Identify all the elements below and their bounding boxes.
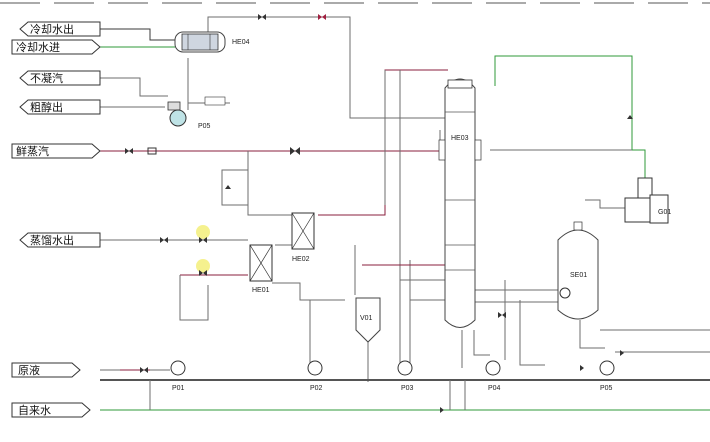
svg-text:自来水: 自来水	[18, 404, 51, 417]
exchanger-he02: HE02	[291, 212, 315, 263]
condenser-he04: HE04	[174, 31, 250, 53]
svg-text:P02: P02	[310, 385, 323, 392]
svg-text:P03: P03	[401, 385, 414, 392]
tag-raw-liquid: 原液	[11, 362, 81, 378]
valves	[125, 14, 633, 413]
svg-text:粗醇出: 粗醇出	[30, 100, 63, 114]
highlight-valve-distilled	[196, 225, 210, 239]
svg-text:原液: 原液	[18, 363, 40, 377]
pump-p05: P05	[599, 360, 615, 392]
pump-p01: P01	[170, 360, 186, 392]
tank-v01: V01	[355, 297, 381, 343]
svg-text:P04: P04	[488, 385, 501, 392]
svg-text:P05: P05	[600, 385, 613, 392]
svg-text:蒸馏水出: 蒸馏水出	[30, 233, 74, 247]
svg-text:G01: G01	[658, 209, 671, 216]
separator-se01: SE01	[557, 221, 599, 320]
pump-p04: P04	[485, 360, 501, 392]
vacuum-pump-p05-top: P05	[167, 96, 226, 130]
cyclone-g01: G01	[624, 177, 671, 224]
svg-text:P01: P01	[172, 385, 185, 392]
pipe-network	[100, 16, 710, 411]
svg-text:V01: V01	[360, 315, 373, 322]
tag-cooling-water-out: 冷却水出	[19, 21, 101, 37]
tag-non-condensable: 不凝汽	[19, 70, 101, 86]
tag-crude-alcohol-out: 粗醇出	[19, 99, 101, 115]
pump-p03: P03	[397, 360, 414, 392]
tag-fresh-steam: 鲜蒸汽	[11, 143, 101, 159]
tag-distilled-water-out: 蒸馏水出	[19, 232, 101, 248]
svg-text:HE03: HE03	[451, 135, 469, 142]
pump-p02: P02	[307, 360, 323, 392]
svg-text:不凝汽: 不凝汽	[30, 71, 63, 85]
svg-text:P05: P05	[198, 123, 211, 130]
svg-text:冷却水进: 冷却水进	[16, 41, 60, 54]
evaporator-column-he03: HE03	[438, 78, 482, 328]
exchanger-he01: HE01	[249, 244, 273, 294]
svg-text:HE04: HE04	[232, 39, 250, 46]
stream-tags: 冷却水出 冷却水进 不凝汽 粗醇出 鲜蒸汽 蒸馏水出 原液 自来水	[11, 21, 101, 418]
tag-cooling-water-in: 冷却水进	[11, 39, 101, 55]
svg-text:SE01: SE01	[570, 272, 587, 279]
svg-text:鲜蒸汽: 鲜蒸汽	[16, 144, 49, 158]
svg-text:冷却水出: 冷却水出	[30, 22, 74, 36]
svg-text:HE01: HE01	[252, 287, 270, 294]
svg-text:HE02: HE02	[292, 256, 310, 263]
highlight-valve-feed	[196, 259, 210, 273]
tag-tap-water: 自来水	[11, 402, 91, 418]
